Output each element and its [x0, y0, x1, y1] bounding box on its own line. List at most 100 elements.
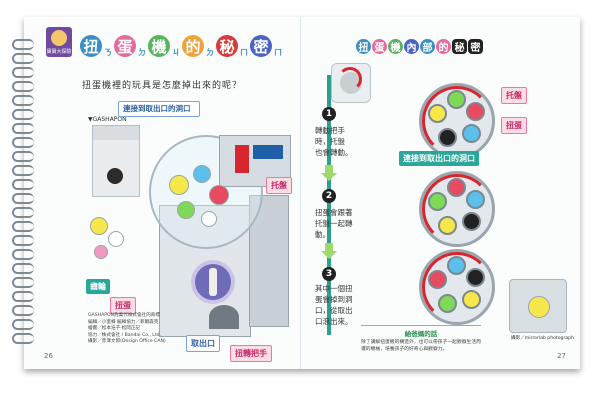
credit-line: 攝影／赤澤文郎(Design Office CAN) — [88, 339, 166, 344]
tray-slot — [466, 190, 485, 209]
title-char: 秘 — [216, 35, 238, 57]
tray-slot — [438, 128, 457, 147]
title-phonetic: ㄇ — [273, 47, 283, 57]
tray-wheel-step3 — [419, 249, 495, 325]
gashapon-machine-illustration — [149, 135, 299, 337]
tray-slot — [447, 178, 466, 197]
step-text: 其中一個扭 蛋會掉到洞 口，從取出 口滾出來。 — [315, 283, 353, 327]
spiral-ring — [12, 81, 34, 92]
step-line: 口，從取出 — [315, 306, 353, 315]
capsule-ball — [201, 211, 217, 227]
tray-slot — [438, 294, 457, 313]
title-char: 秘 — [452, 39, 467, 54]
down-arrow-icon — [321, 243, 337, 259]
badge-label: 寶寶大探險 — [46, 49, 72, 55]
step-line: 轉動把手 — [315, 126, 345, 135]
tray-wheel-step2 — [419, 171, 495, 247]
tray-slot — [438, 216, 457, 235]
title-phonetic: ㄇ — [239, 47, 249, 57]
spiral-ring — [12, 277, 34, 288]
credit-line: GASHAPON為萬代株式會社的商標 — [88, 313, 160, 318]
capsule-exit-photo — [509, 279, 567, 333]
spiral-ring — [12, 263, 34, 274]
exit-chute — [209, 305, 239, 329]
title-char: 機 — [148, 35, 170, 57]
label-slot-hole: 連接到取出口的洞口 — [399, 151, 479, 166]
hand-turning-photo — [331, 63, 371, 103]
tray-slot — [462, 124, 481, 143]
spiral-ring — [12, 151, 34, 162]
note-text: 除了講解扭蛋機的構造外，也可以帶孩子一起觀察生活周遭的機械，培養孩子的好奇心與觀… — [361, 340, 481, 352]
tray-slot — [462, 212, 481, 231]
spiral-ring — [12, 291, 34, 302]
page-title: 扭 ㄋ 蛋 ㄉ 機 ㄐ 的 ㄉ 秘 ㄇ 密 ㄇ — [80, 35, 283, 57]
badge-character-icon — [51, 30, 67, 46]
spiral-ring — [12, 109, 34, 120]
right-page-title: 扭 蛋 機 內 部 的 秘 密 — [356, 39, 483, 54]
turn-handle-dial — [191, 260, 235, 304]
rotation-arrow — [422, 174, 492, 244]
tray-slot — [466, 102, 485, 121]
tray-slot — [447, 90, 466, 109]
title-phonetic: ㄉ — [205, 47, 215, 57]
spiral-ring — [12, 305, 34, 316]
capsule-ball — [94, 245, 108, 259]
parent-note: 給爸媽的話 除了講解扭蛋機的構造外，也可以帶孩子一起觀察生活周遭的機械，培養孩子… — [361, 325, 481, 356]
title-char: 蛋 — [372, 39, 387, 54]
book-spread: 寶寶大探險 扭 ㄋ 蛋 ㄉ 機 ㄐ 的 ㄉ 秘 ㄇ 密 ㄇ 扭蛋機裡的玩具是怎麼… — [12, 17, 580, 369]
left-page: 寶寶大探險 扭 ㄋ 蛋 ㄉ 機 ㄐ 的 ㄉ 秘 ㄇ 密 ㄇ 扭蛋機裡的玩具是怎麼… — [12, 17, 301, 369]
title-char: 密 — [468, 39, 483, 54]
step-line: 其中一個扭 — [315, 284, 353, 293]
step-line: 口滾出來。 — [315, 317, 353, 326]
label-egg: 扭蛋 — [110, 297, 136, 314]
series-badge: 寶寶大探險 — [46, 27, 72, 57]
capsule-ball — [169, 175, 189, 195]
spiral-ring — [12, 319, 34, 330]
step-number: 1 — [322, 107, 336, 121]
product-knob-icon — [107, 168, 123, 184]
spiral-ring — [12, 235, 34, 246]
label-exit: 取出口 — [186, 335, 220, 352]
tray-slot — [466, 268, 485, 287]
title-char: 密 — [250, 35, 272, 57]
spiral-ring — [12, 179, 34, 190]
capsule-ball — [528, 296, 550, 318]
label-gear: 齒輪 — [86, 279, 110, 294]
step-timeline-bar — [327, 75, 331, 335]
tray-slot — [462, 290, 481, 309]
page-number-left: 26 — [44, 352, 53, 360]
rotation-arrow — [422, 252, 492, 322]
spiral-ring — [12, 67, 34, 78]
spiral-ring — [12, 193, 34, 204]
capsule-ball — [108, 231, 124, 247]
product-top — [93, 126, 139, 140]
down-arrow-icon — [321, 165, 337, 181]
note-title: 給爸媽的話 — [404, 330, 438, 338]
step-line: 也會轉動。 — [315, 148, 353, 157]
step-number: 3 — [322, 267, 336, 281]
capsule-ball — [177, 201, 195, 219]
spiral-ring — [12, 95, 34, 106]
tray-slot — [447, 256, 466, 275]
label-tray: 托盤 — [501, 87, 527, 104]
spiral-ring — [12, 221, 34, 232]
credit-line: 繪圖／松本浩子·松岡正記 — [88, 326, 140, 331]
brand-logo-icon — [235, 145, 249, 173]
title-phonetic: ㄋ — [103, 47, 113, 57]
capsule-ball — [193, 165, 211, 183]
product-photo-label: ▼GASHAPON — [88, 116, 127, 123]
tray-slot — [428, 192, 447, 211]
spiral-ring — [12, 123, 34, 134]
spiral-ring — [12, 249, 34, 260]
credit-line: 協力／株式會社 / Bandai Co., Ltd. — [88, 332, 162, 338]
credit-line: 編輯／小蜜蜂 編輯協力／菲爾森克 — [88, 319, 159, 325]
brand-panel — [253, 145, 283, 159]
label-tray: 托盤 — [266, 177, 292, 194]
title-phonetic: ㄉ — [137, 47, 147, 57]
title-char: 的 — [182, 35, 204, 57]
step-text: 轉動把手 時，托盤 也會轉動。 — [315, 125, 353, 158]
title-char: 扭 — [356, 39, 371, 54]
label-slot-hole: 連接到取出口的洞口 — [118, 101, 200, 117]
page-number-right: 27 — [557, 352, 566, 360]
label-egg: 扭蛋 — [501, 117, 527, 134]
